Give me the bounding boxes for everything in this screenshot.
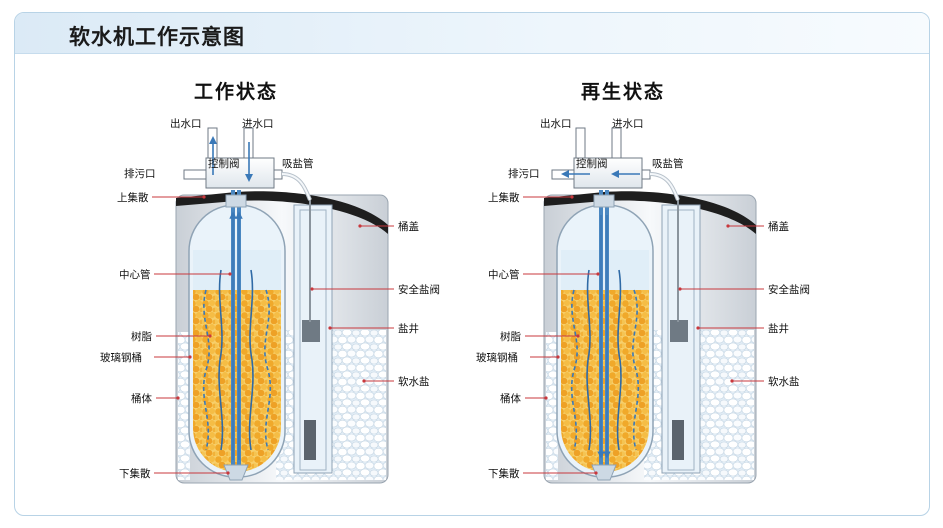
- label-cabinet: 桶体: [131, 392, 152, 405]
- label-brine-well: 盐井: [768, 322, 789, 335]
- label-safety-valve: 安全盐阀: [398, 283, 440, 296]
- label-lid: 桶盖: [768, 220, 789, 233]
- label-drain: 排污口: [508, 167, 540, 180]
- softener-unit-working: [174, 126, 390, 485]
- label-outlet: 出水口: [170, 117, 202, 130]
- panel-regeneration: 再生状态 出水口 进水口 控制阀 排污口 吸盐管 上集散 桶盖 中心管 安全盐阀…: [476, 80, 810, 485]
- panel-working: 工作状态 出水口 进水口 控制阀 排污口 吸盐管 上集散 桶盖 中心管 安全盐阀…: [100, 80, 440, 485]
- label-brine-line: 吸盐管: [652, 157, 684, 170]
- label-frp-tank: 玻璃钢桶: [476, 351, 518, 364]
- label-resin: 树脂: [500, 330, 521, 343]
- label-softening-salt: 软水盐: [398, 375, 430, 388]
- label-lower-distributor: 下集散: [488, 467, 520, 480]
- label-upper-distributor: 上集散: [488, 191, 520, 204]
- label-center-tube: 中心管: [488, 268, 520, 281]
- label-inlet: 进水口: [242, 118, 274, 130]
- label-upper-distributor: 上集散: [117, 191, 149, 204]
- page-title: 软水机工作示意图: [69, 25, 245, 49]
- panel-title-regeneration: 再生状态: [581, 80, 665, 103]
- header-bar: 软水机工作示意图: [15, 13, 929, 54]
- label-control-valve: 控制阀: [208, 157, 240, 170]
- label-lid: 桶盖: [398, 220, 419, 233]
- label-center-tube: 中心管: [119, 268, 151, 281]
- label-safety-valve: 安全盐阀: [768, 283, 810, 296]
- label-frp-tank: 玻璃钢桶: [100, 351, 142, 364]
- label-outlet: 出水口: [540, 117, 572, 130]
- label-resin: 树脂: [131, 330, 152, 343]
- label-softening-salt: 软水盐: [768, 375, 800, 388]
- label-cabinet: 桶体: [500, 392, 521, 405]
- softener-unit-regeneration: [542, 126, 758, 485]
- label-brine-well: 盐井: [398, 322, 419, 335]
- diagram-frame: 软水机工作示意图: [14, 12, 930, 516]
- label-control-valve: 控制阀: [576, 157, 608, 170]
- panel-title-working: 工作状态: [194, 80, 278, 103]
- label-lower-distributor: 下集散: [119, 467, 151, 480]
- label-drain: 排污口: [124, 167, 156, 180]
- label-brine-line: 吸盐管: [282, 157, 314, 170]
- label-inlet: 进水口: [612, 118, 644, 130]
